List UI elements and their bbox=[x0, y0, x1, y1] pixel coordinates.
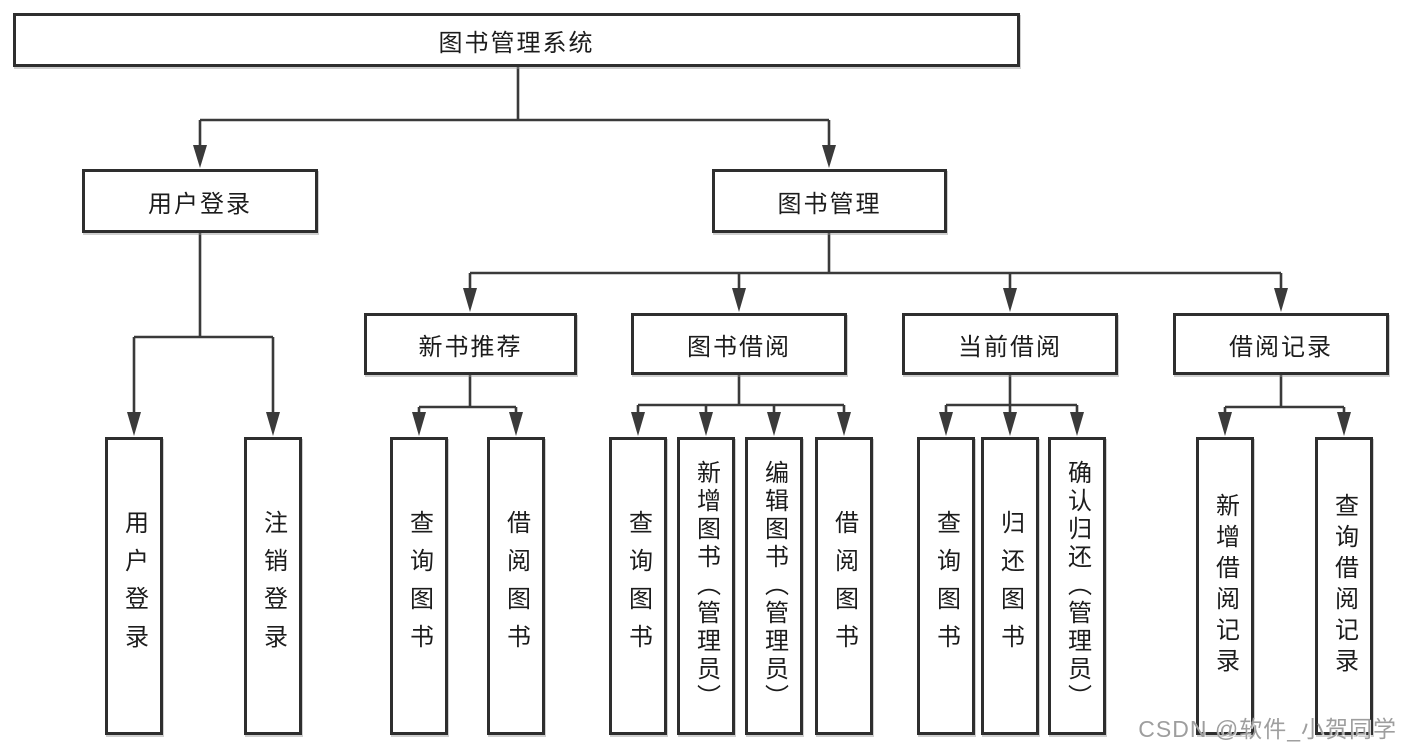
leaf-borrow-books: 借阅图书 bbox=[487, 437, 545, 735]
arrowheads bbox=[127, 145, 1351, 436]
leaf-label: 归还图书 bbox=[996, 510, 1024, 662]
node-label: 图书管理 bbox=[777, 190, 882, 218]
node-current-borrowing: 当前借阅 bbox=[902, 313, 1118, 375]
leaf-user-login: 用户登录 bbox=[105, 437, 163, 735]
node-book-management: 图书管理 bbox=[712, 169, 947, 233]
leaf-return-books: 归还图书 bbox=[981, 437, 1039, 735]
leaf-query-books: 查询图书 bbox=[917, 437, 975, 735]
leaf-confirm-return-admin: 确认归还（管理员） bbox=[1048, 437, 1106, 735]
leaf-label: 用户登录 bbox=[120, 510, 148, 662]
leaf-add-borrow-record: 新增借阅记录 bbox=[1196, 437, 1254, 735]
leaf-label: 查询借阅记录 bbox=[1330, 493, 1358, 679]
node-label: 借阅记录 bbox=[1229, 333, 1333, 361]
node-user-login: 用户登录 bbox=[82, 169, 318, 233]
leaf-query-books: 查询图书 bbox=[390, 437, 448, 735]
node-library-management-system: 图书管理系统 bbox=[13, 13, 1020, 67]
leaf-edit-books-admin: 编辑图书（管理员） bbox=[745, 437, 803, 735]
leaf-logout: 注销登录 bbox=[244, 437, 302, 735]
node-label: 用户登录 bbox=[148, 190, 252, 218]
node-book-borrowing: 图书借阅 bbox=[631, 313, 847, 375]
leaf-query-books: 查询图书 bbox=[609, 437, 667, 735]
leaf-label: 编辑图书（管理员） bbox=[760, 460, 788, 712]
leaf-add-books-admin: 新增图书（管理员） bbox=[677, 437, 735, 735]
node-label: 图书借阅 bbox=[687, 333, 791, 361]
leaf-label: 查询图书 bbox=[624, 510, 652, 662]
csdn-watermark: CSDN @软件_小贺同学 bbox=[1138, 716, 1397, 742]
leaf-label: 借阅图书 bbox=[502, 510, 530, 662]
node-label: 新书推荐 bbox=[418, 333, 523, 361]
leaf-borrow-books: 借阅图书 bbox=[815, 437, 873, 735]
node-label: 当前借阅 bbox=[958, 333, 1062, 361]
node-borrowing-records: 借阅记录 bbox=[1173, 313, 1389, 375]
leaf-label: 新增借阅记录 bbox=[1211, 493, 1239, 679]
leaf-label: 查询图书 bbox=[932, 510, 960, 662]
node-new-book-recommendation: 新书推荐 bbox=[364, 313, 577, 375]
leaf-label: 确认归还（管理员） bbox=[1063, 460, 1091, 712]
leaf-query-borrow-record: 查询借阅记录 bbox=[1315, 437, 1373, 735]
leaf-label: 注销登录 bbox=[259, 510, 287, 662]
leaf-label: 查询图书 bbox=[405, 510, 433, 662]
leaf-label: 借阅图书 bbox=[830, 510, 858, 662]
node-label: 图书管理系统 bbox=[438, 29, 595, 57]
leaf-label: 新增图书（管理员） bbox=[692, 460, 720, 712]
